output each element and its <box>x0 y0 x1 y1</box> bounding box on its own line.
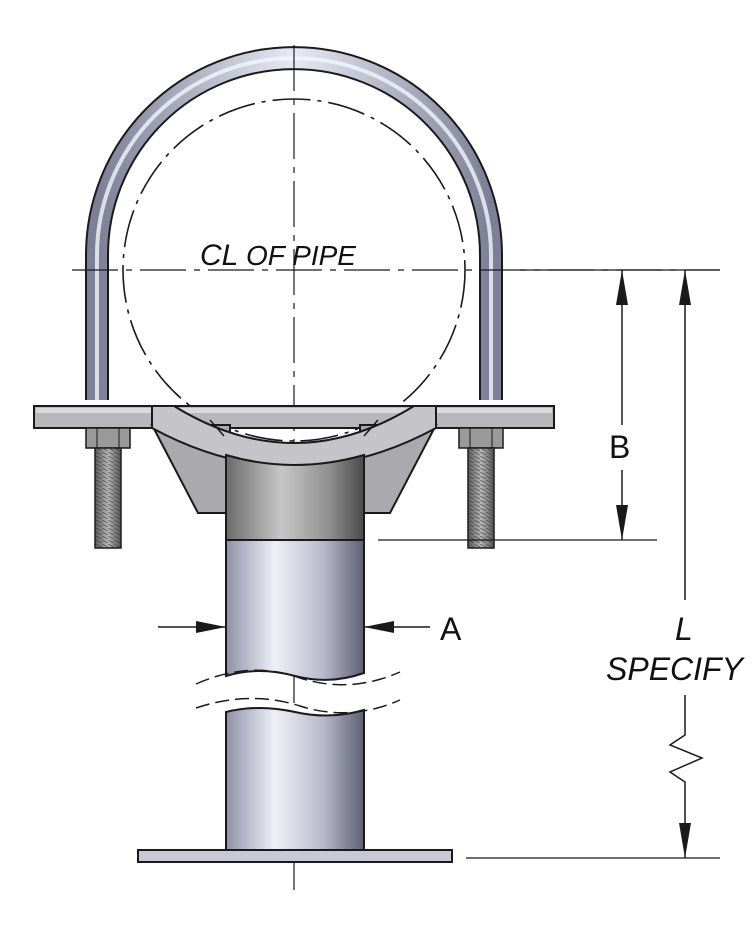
dimension-l: L SPECIFY <box>466 270 746 859</box>
dim-a-label: A <box>440 611 462 647</box>
dim-l-note: SPECIFY <box>606 651 746 687</box>
post-collar <box>225 453 365 541</box>
dim-b-label: B <box>609 429 630 465</box>
hex-nuts <box>85 427 504 549</box>
top-plate <box>33 405 555 429</box>
dimension-a: A <box>158 611 462 647</box>
break-lines <box>195 669 401 714</box>
dimension-b: B <box>378 269 720 541</box>
support-post <box>225 539 365 851</box>
centerline-label: CL OF PIPE <box>200 239 356 272</box>
centerline-text: OF PIPE <box>246 240 356 271</box>
centerline-symbol: CL <box>200 239 238 272</box>
dim-l-label: L <box>675 611 693 647</box>
base-plate <box>137 849 453 863</box>
